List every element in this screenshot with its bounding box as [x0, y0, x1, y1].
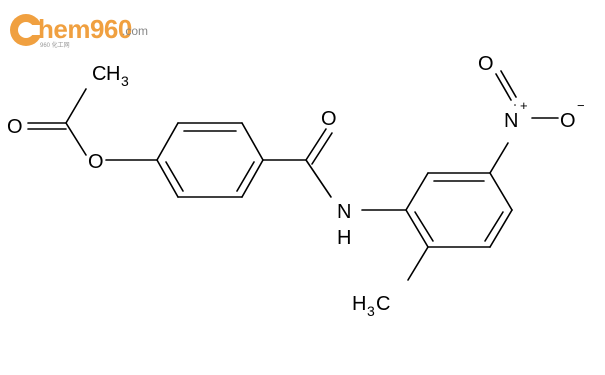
ch3-top-3: 3: [121, 73, 129, 89]
bond-carbonyl-o: [65, 122, 87, 156]
atom-nitro-o-minus: O: [560, 110, 576, 132]
bond-nitro-o-top: [495, 73, 512, 101]
ch3-bottom-h: H: [352, 293, 366, 315]
ring1-double-left: [165, 161, 184, 192]
ring1-bond-f: [156, 159, 179, 198]
ch3-bottom-3: 3: [367, 303, 375, 319]
atom-nitro-n: N: [504, 110, 518, 132]
ring1-bond-a: [156, 122, 179, 161]
bond-nitro-o-top-2: [500, 70, 517, 98]
logo-c-mark: [10, 14, 44, 46]
chem960-logo[interactable]: hem960 .com 960 化工网: [10, 14, 160, 50]
logo-subtitle: 960 化工网: [40, 43, 70, 49]
ring2-double-right: [484, 211, 504, 242]
bond-amide-co-1: [305, 128, 327, 161]
logo-domain: .com: [122, 24, 149, 38]
ch3-top-c: C: [92, 63, 106, 85]
ring2-bond-a: [405, 172, 429, 211]
bond-amide-c-n: [305, 159, 332, 198]
atom-nh-n: N: [337, 201, 351, 223]
bond-ring-nitro-n: [489, 142, 509, 174]
ring2-double-left: [414, 211, 434, 242]
atom-nitro-o-top: O: [478, 53, 494, 75]
nitro-n-plus: +: [520, 98, 528, 113]
bond-ch3-carbonyl: [65, 88, 87, 124]
atom-nh-h: H: [337, 227, 351, 249]
logo-text: hem960: [38, 14, 132, 44]
atom-ester-carbonyl-o: O: [7, 116, 23, 138]
ch3-top-h: H: [106, 63, 120, 85]
ring2-bond-c: [489, 172, 513, 211]
bond-amide-co-2: [311, 132, 333, 165]
ring2-bond-d: [489, 209, 513, 248]
bond-ring2-methyl: [407, 246, 429, 281]
ch3-bottom-c: C: [376, 293, 390, 315]
nitro-o-minus-sign: −: [577, 98, 585, 113]
ring1-bond-d: [241, 159, 264, 198]
ring1-bond-c: [241, 122, 264, 161]
ring2-bond-f: [405, 209, 429, 248]
ring1-double-right: [236, 161, 255, 192]
atom-ester-link-o: O: [88, 151, 104, 173]
atom-amide-o: O: [321, 108, 337, 130]
